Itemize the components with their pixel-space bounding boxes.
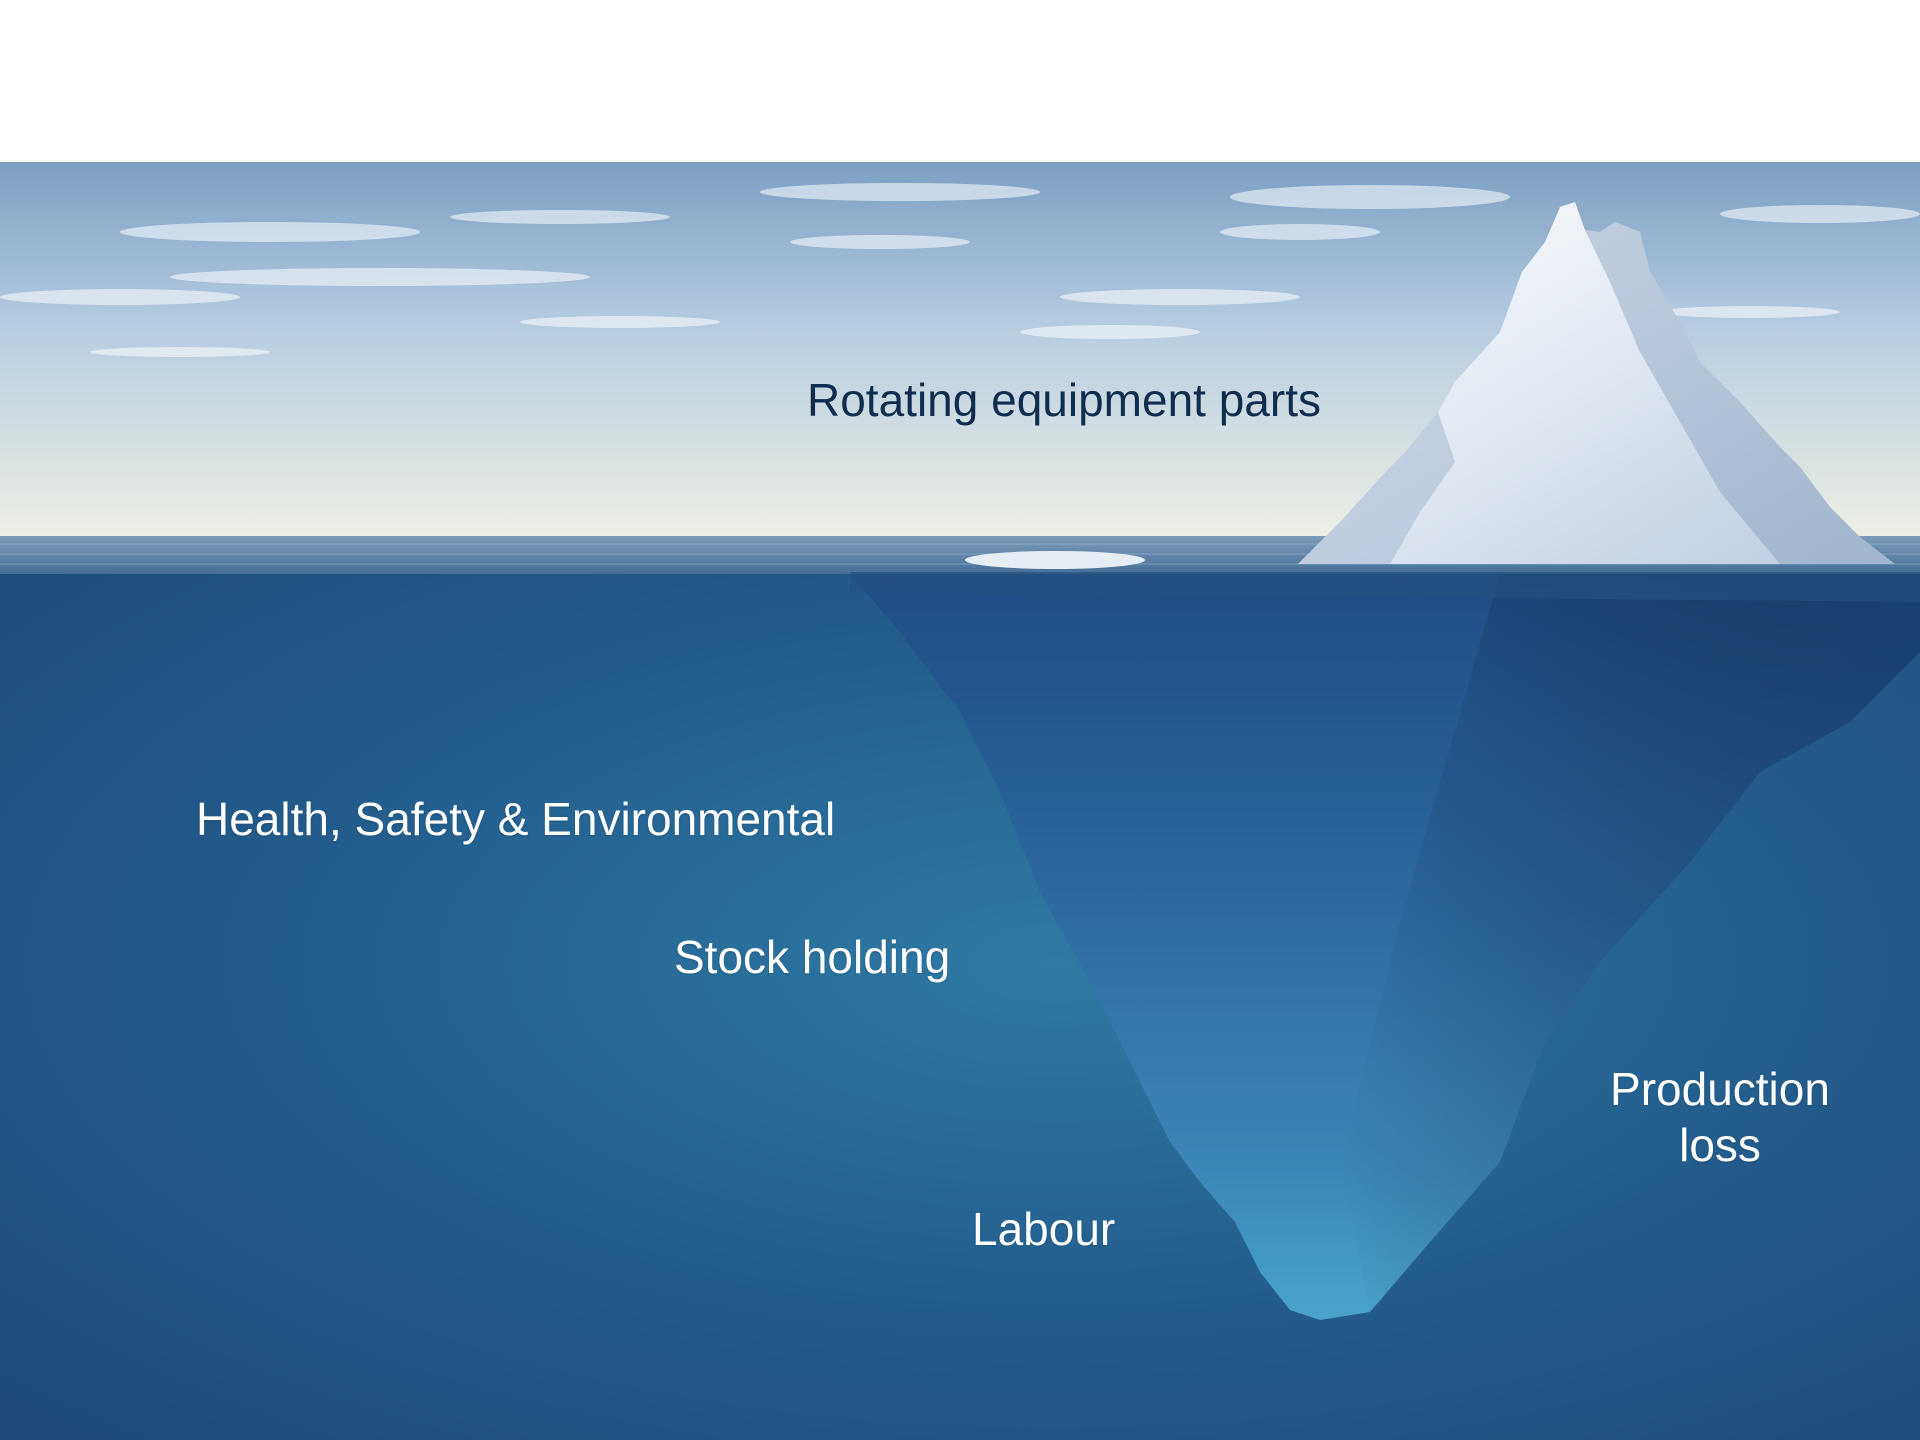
- label-health-safety-environmental: Health, Safety & Environmental: [196, 793, 836, 845]
- label-production-loss-line2: loss: [1679, 1119, 1761, 1171]
- label-production-loss-line1: Production: [1610, 1063, 1830, 1115]
- iceberg-scene: [0, 162, 1920, 1440]
- label-production-loss: Production loss: [1600, 1061, 1840, 1173]
- label-stock-holding: Stock holding: [674, 931, 951, 983]
- iceberg-illustration: [0, 162, 1920, 1440]
- label-labour: Labour: [972, 1203, 1116, 1255]
- label-rotating-equipment-parts: Rotating equipment parts: [807, 374, 1321, 426]
